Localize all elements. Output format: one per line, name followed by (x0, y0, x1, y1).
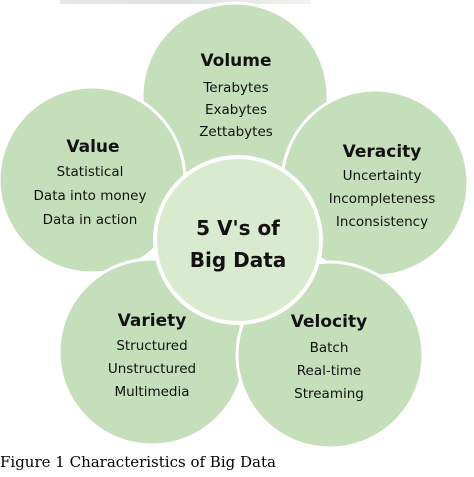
petal-title: Value (66, 137, 119, 157)
petal-item: Real-time (297, 363, 361, 379)
petal-item: Multimedia (114, 384, 189, 400)
petal-title: Volume (200, 51, 271, 71)
petal-item: Batch (310, 340, 349, 356)
figure-caption: Figure 1 Characteristics of Big Data (0, 453, 276, 471)
petal-item: Inconsistency (336, 214, 428, 230)
petal-title: Variety (118, 311, 187, 331)
top-crop-artifact (60, 0, 310, 4)
petal-value-text: Value Statistical Data into money Data i… (34, 137, 147, 228)
five-vs-diagram: Volume Terabytes Exabytes Zettabytes Ver… (0, 1, 470, 450)
petal-item: Data into money (34, 188, 147, 204)
petal-volume-text: Volume Terabytes Exabytes Zettabytes (199, 51, 273, 140)
petal-variety-text: Variety Structured Unstructured Multimed… (108, 311, 196, 400)
petal-title: Velocity (291, 312, 367, 332)
petal-item: Unstructured (108, 361, 196, 377)
center-text-line: 5 V's of (196, 216, 280, 240)
petal-title: Veracity (343, 142, 422, 162)
petal-item: Exabytes (205, 102, 267, 118)
petal-item: Data in action (43, 212, 138, 228)
center-circle (153, 155, 323, 325)
petal-item: Incompleteness (329, 191, 436, 207)
center-text: 5 V's of Big Data (190, 216, 287, 272)
petal-velocity-text: Velocity Batch Real-time Streaming (291, 312, 367, 402)
petal-item: Terabytes (202, 80, 268, 96)
petal-veracity-text: Veracity Uncertainty Incompleteness Inco… (329, 142, 436, 230)
petal-item: Zettabytes (199, 124, 273, 140)
center-text-line: Big Data (190, 248, 287, 272)
petal-item: Uncertainty (343, 168, 422, 184)
petal-item: Structured (116, 338, 187, 354)
petal-item: Statistical (57, 164, 124, 180)
petal-item: Streaming (294, 386, 364, 402)
